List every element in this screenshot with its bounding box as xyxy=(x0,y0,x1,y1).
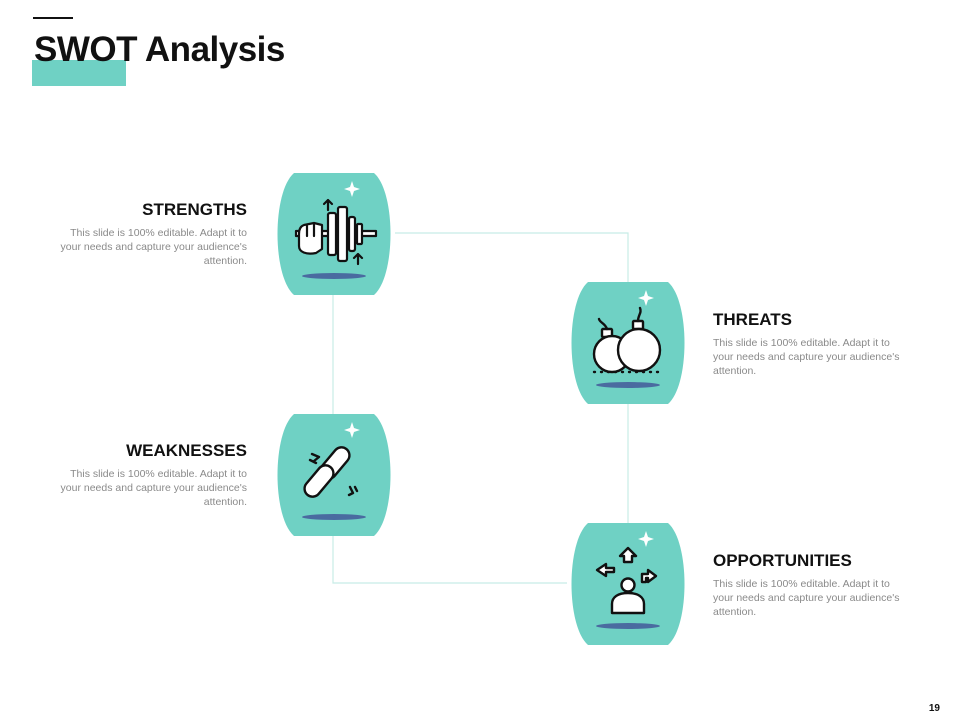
threats-description: This slide is 100% editable. Adapt it to… xyxy=(713,337,900,377)
weaknesses-tile xyxy=(272,413,396,537)
title-rule xyxy=(33,17,73,19)
opportunities-tile xyxy=(566,522,690,646)
bombs-icon xyxy=(592,290,662,374)
weightlifting-arm-icon xyxy=(294,181,378,266)
weaknesses-description: This slide is 100% editable. Adapt it to… xyxy=(60,468,247,508)
opportunities-description: This slide is 100% editable. Adapt it to… xyxy=(713,578,900,618)
slide-title: SWOT Analysis xyxy=(34,30,285,69)
strengths-tile xyxy=(272,172,396,296)
strengths-description: This slide is 100% editable. Adapt it to… xyxy=(60,227,247,267)
broken-chain-icon xyxy=(303,422,360,498)
strengths-label: STRENGTHS xyxy=(142,200,247,219)
person-arrows-icon xyxy=(595,531,658,615)
title-accent-bar xyxy=(32,60,126,86)
threats-label: THREATS xyxy=(713,310,793,329)
page-number: 19 xyxy=(928,703,940,714)
weaknesses-label: WEAKNESSES xyxy=(126,441,247,460)
threats-tile xyxy=(566,281,690,405)
opportunities-label: OPPORTUNITIES xyxy=(713,551,852,570)
